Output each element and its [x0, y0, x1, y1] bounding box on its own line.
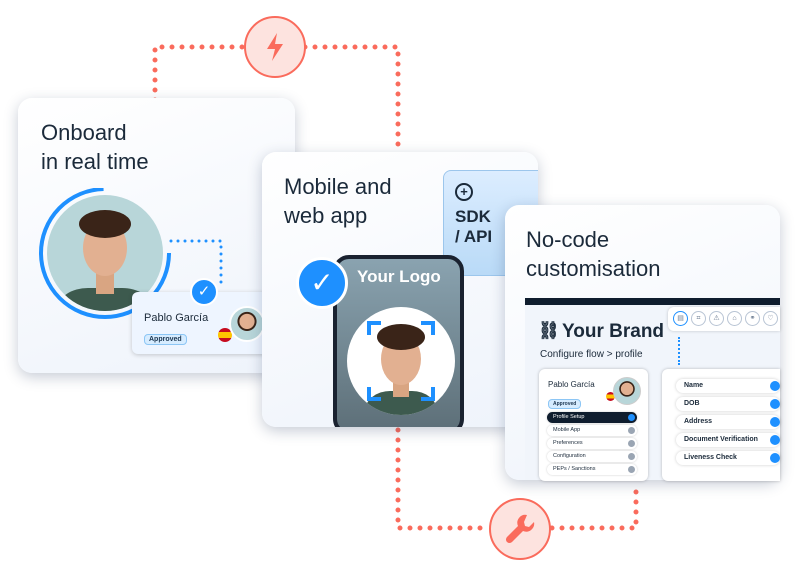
- document-tool-icon[interactable]: ▤: [673, 311, 688, 326]
- step-mobile-app[interactable]: Mobile App: [547, 425, 637, 436]
- status-badge: Approved: [144, 334, 187, 345]
- avatar-large: [39, 188, 223, 319]
- check-icon: [770, 381, 780, 391]
- pending-icon: [628, 453, 635, 460]
- scan-tool-icon[interactable]: ⌗: [691, 311, 706, 326]
- check-icon: ✓: [190, 278, 218, 306]
- pending-icon: [628, 466, 635, 473]
- onboard-title: Onboard in real time: [41, 120, 149, 174]
- check-icon: [628, 414, 635, 421]
- warning-tool-icon[interactable]: ⚠: [709, 311, 724, 326]
- field-liveness-check[interactable]: Liveness Check: [676, 451, 780, 465]
- phone-mockup: Your Logo: [333, 255, 464, 427]
- user-name: Pablo García: [548, 380, 595, 389]
- mobile-card: Mobile and web app + SDK / API Your Logo…: [262, 152, 538, 427]
- step-peps-sanctions[interactable]: PEPs / Sanctions: [547, 464, 637, 475]
- brand-name: Your Brand: [562, 321, 665, 342]
- status-badge: Approved: [548, 399, 582, 409]
- field-name[interactable]: Name: [676, 379, 780, 393]
- heart-tool-icon[interactable]: ♡: [763, 311, 778, 326]
- sdk-label: SDK / API: [455, 207, 493, 246]
- field-address[interactable]: Address: [676, 415, 780, 429]
- pending-icon: [628, 427, 635, 434]
- flag-spain-icon: [218, 328, 232, 342]
- link-tool-icon[interactable]: ⚭: [745, 311, 760, 326]
- onboard-card: Onboard in real time Pablo García Approv…: [18, 98, 295, 373]
- mobile-title: Mobile and web app: [284, 174, 392, 228]
- field-document-verification[interactable]: Document Verification: [676, 433, 780, 447]
- plus-circle-icon: +: [455, 183, 473, 201]
- check-icon: [770, 399, 780, 409]
- step-configuration[interactable]: Configuration: [547, 451, 637, 462]
- flag-spain-icon: [606, 392, 615, 401]
- face-scan: [347, 307, 455, 415]
- breadcrumb: Configure flow > profile: [540, 349, 643, 360]
- field-dob[interactable]: DOB: [676, 397, 780, 411]
- logo-text: Your Logo: [357, 267, 441, 286]
- webhook-icon: ⛓: [538, 321, 560, 340]
- check-icon: [770, 417, 780, 427]
- bank-tool-icon[interactable]: ⌂: [727, 311, 742, 326]
- check-icon: [770, 453, 780, 463]
- step-profile-setup[interactable]: Profile Setup: [547, 412, 637, 423]
- wrench-icon: [489, 498, 551, 560]
- avatar-small: [229, 306, 265, 342]
- step-preferences[interactable]: Preferences: [547, 438, 637, 449]
- check-icon: ✓: [296, 257, 348, 309]
- check-icon: [770, 435, 780, 445]
- lightning-icon: [244, 16, 306, 78]
- user-name: Pablo García: [144, 312, 209, 324]
- avatar-small: [613, 377, 641, 405]
- nocode-title: No-code customisation: [526, 227, 661, 281]
- pending-icon: [628, 440, 635, 447]
